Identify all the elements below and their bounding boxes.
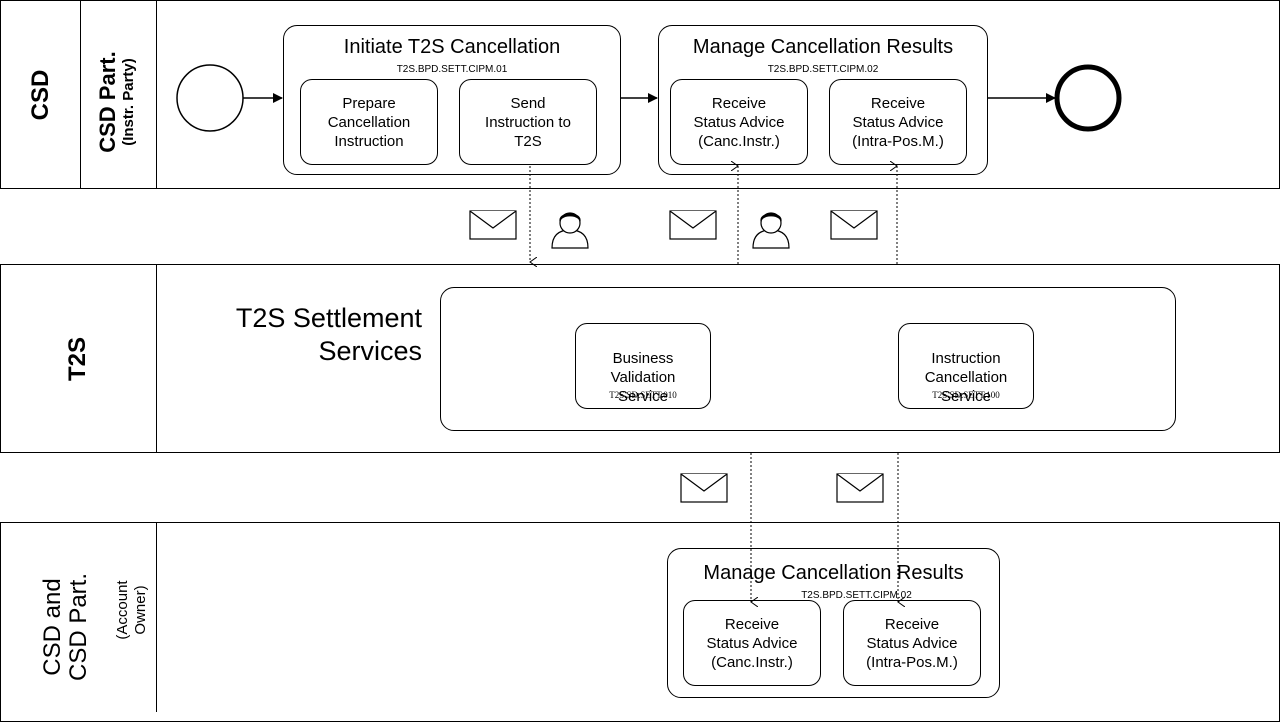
start-event — [176, 64, 244, 132]
service-business-validation-name: Business Validation Service — [610, 350, 676, 405]
task-receive-intra-bottom[interactable]: Receive Status Advice (Intra-Pos.M.) — [843, 600, 981, 686]
task-prepare-cancellation[interactable]: Prepare Cancellation Instruction — [300, 79, 438, 165]
task-receive-intra-top[interactable]: Receive Status Advice (Intra-Pos.M.) — [829, 79, 967, 165]
process-manage-bottom-title: Manage Cancellation Results — [703, 562, 964, 584]
process-manage-top-title: Manage Cancellation Results — [692, 36, 954, 58]
service-instruction-cancellation-code: T2S.SD.SETT.100 — [932, 390, 1000, 400]
process-manage-bottom-code: T2S.BPD.SETT.CIPM.02 — [801, 590, 912, 601]
task-send-instruction[interactable]: Send Instruction to T2S — [459, 79, 597, 165]
envelope-icon — [836, 473, 884, 503]
t2s-settlement-services-label: T2S Settlement Services — [235, 303, 422, 366]
t2s-settlement-services — [440, 287, 1176, 431]
service-instruction-cancellation-name: Instruction Cancellation Service — [924, 350, 1008, 405]
envelope-icon — [830, 210, 878, 240]
service-instruction-cancellation[interactable]: Instruction Cancellation Service T2S.SD.… — [898, 323, 1034, 409]
person-icon — [551, 212, 589, 249]
service-business-validation-code: T2S.SD.SETT.010 — [609, 390, 677, 400]
envelope-icon — [469, 210, 517, 240]
person-icon — [752, 212, 790, 249]
end-event — [1054, 64, 1122, 132]
task-receive-canc-top[interactable]: Receive Status Advice (Canc.Instr.) — [670, 79, 808, 165]
process-initiate-title: Initiate T2S Cancellation — [343, 36, 561, 58]
process-manage-top-code: T2S.BPD.SETT.CIPM.02 — [767, 64, 879, 75]
envelope-icon — [680, 473, 728, 503]
process-initiate-code: T2S.BPD.SETT.CIPM.01 — [396, 64, 508, 75]
service-business-validation[interactable]: Business Validation Service T2S.SD.SETT.… — [575, 323, 711, 409]
task-receive-canc-bottom[interactable]: Receive Status Advice (Canc.Instr.) — [683, 600, 821, 686]
envelope-icon — [669, 210, 717, 240]
